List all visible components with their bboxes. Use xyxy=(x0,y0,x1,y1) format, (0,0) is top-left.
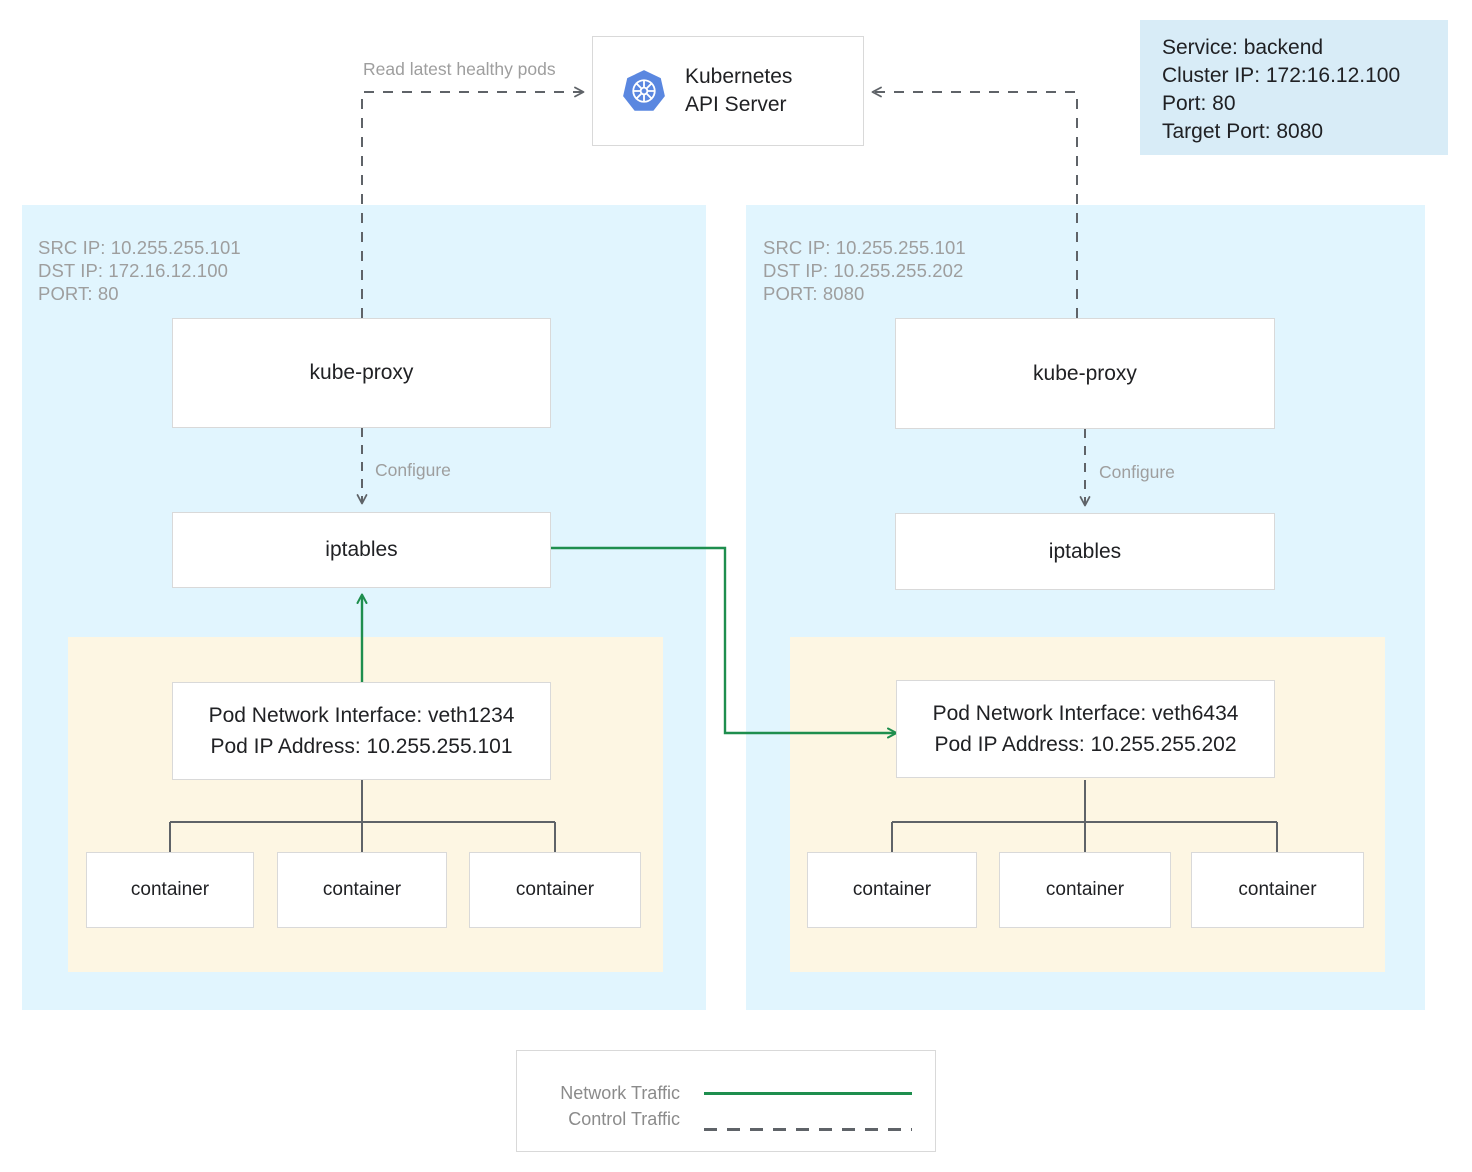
kube-proxy-box-left[interactable]: kube-proxy xyxy=(172,318,551,428)
iptables-box-right[interactable]: iptables xyxy=(895,513,1275,590)
edge-label-read-latest-healthy-pods: Read latest healthy pods xyxy=(363,59,556,79)
container-box[interactable]: container xyxy=(1191,852,1364,928)
legend-swatch-solid-line xyxy=(704,1091,912,1095)
legend-item-network-traffic: Network Traffic xyxy=(530,1081,922,1105)
kubernetes-logo-icon xyxy=(621,68,667,114)
container-box[interactable]: container xyxy=(469,852,641,928)
service-name-line: Service: backend xyxy=(1162,36,1324,59)
pod-network-interface-label-left: Pod Network Interface: veth1234 Pod IP A… xyxy=(208,704,515,758)
packet-info-right: SRC IP: 10.255.255.101 DST IP: 10.255.25… xyxy=(763,237,966,304)
container-box[interactable]: container xyxy=(807,852,977,928)
legend-label-control-traffic: Control Traffic xyxy=(568,1109,680,1129)
container-box[interactable]: container xyxy=(999,852,1171,928)
service-info-card: Service: backend Cluster IP: 172:16.12.1… xyxy=(1140,20,1448,155)
packet-info-left: SRC IP: 10.255.255.101 DST IP: 172.16.12… xyxy=(38,237,241,304)
kube-proxy-label-right: kube-proxy xyxy=(1033,361,1137,385)
container-label: container xyxy=(1238,879,1317,900)
container-box[interactable]: container xyxy=(86,852,254,928)
kube-proxy-label-left: kube-proxy xyxy=(309,361,414,384)
service-cluster-ip-line: Cluster IP: 172:16.12.100 xyxy=(1162,64,1401,87)
container-label: container xyxy=(130,879,210,900)
container-label: container xyxy=(852,879,932,900)
kube-proxy-box-right[interactable]: kube-proxy xyxy=(895,318,1275,429)
legend-swatch-dashed-line xyxy=(704,1118,912,1131)
legend-item-control-traffic: Control Traffic xyxy=(530,1107,922,1131)
edge-label-configure-left: Configure xyxy=(375,460,451,480)
service-port-line: Port: 80 xyxy=(1162,92,1236,115)
container-box[interactable]: container xyxy=(277,852,447,928)
iptables-box-left[interactable]: iptables xyxy=(172,512,551,588)
container-label: container xyxy=(515,879,595,900)
kubernetes-api-server-box[interactable]: Kubernetes API Server xyxy=(592,36,864,146)
pod-network-interface-label-right: Pod Network Interface: veth6434 Pod IP A… xyxy=(932,702,1239,756)
container-label: container xyxy=(1045,879,1125,900)
edge-label-configure-right: Configure xyxy=(1099,462,1175,482)
iptables-label-right: iptables xyxy=(1048,539,1122,563)
container-label: container xyxy=(322,879,402,900)
legend xyxy=(516,1050,936,1152)
service-target-port-line: Target Port: 8080 xyxy=(1162,120,1324,143)
pod-network-interface-box-right[interactable]: Pod Network Interface: veth6434 Pod IP A… xyxy=(896,680,1275,778)
api-server-label: Kubernetes API Server xyxy=(685,65,793,116)
legend-label-network-traffic: Network Traffic xyxy=(560,1083,680,1103)
iptables-label-left: iptables xyxy=(325,538,398,561)
pod-network-interface-box-left[interactable]: Pod Network Interface: veth1234 Pod IP A… xyxy=(172,682,551,780)
